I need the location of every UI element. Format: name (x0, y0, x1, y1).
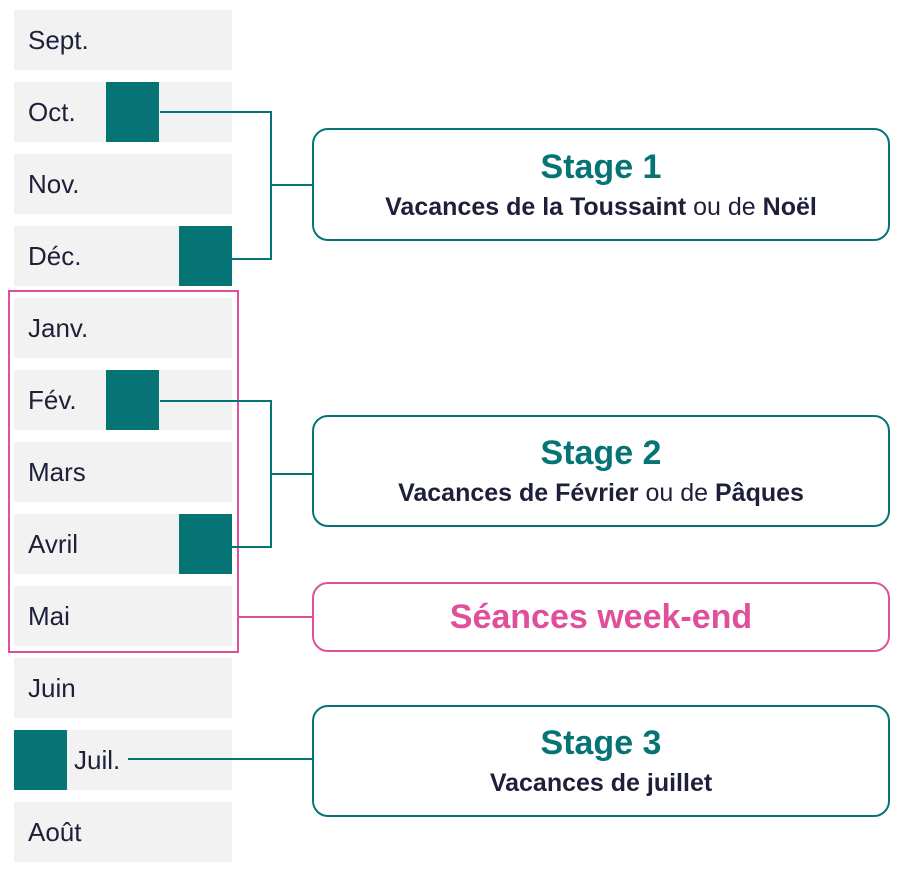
stage2-connector-text: ou de (638, 479, 715, 507)
stage1-subtitle: Vacances de la Toussaint ou de Noël (314, 193, 888, 222)
stage2-period-b: Pâques (714, 479, 804, 507)
stage-marker (179, 226, 232, 286)
stage2-box: Stage 2 Vacances de Février ou de Pâques (312, 415, 890, 527)
month-aout: Août (14, 802, 232, 862)
month-sept: Sept. (14, 10, 232, 70)
stage3-subtitle: Vacances de juillet (314, 769, 888, 798)
month-label: Juil. (74, 745, 121, 775)
month-mars: Mars (14, 442, 232, 502)
month-label: Déc. (28, 241, 82, 271)
stage-marker (179, 514, 232, 574)
month-label: Fév. (28, 385, 77, 415)
stage3-period: Vacances de juillet (489, 769, 713, 797)
month-mai: Mai (14, 586, 232, 646)
month-label: Avril (28, 529, 79, 559)
month-label: Janv. (28, 313, 89, 343)
month-label: Mars (28, 457, 86, 487)
stage2-subtitle: Vacances de Février ou de Pâques (314, 479, 888, 508)
stage1-box: Stage 1 Vacances de la Toussaint ou de N… (312, 128, 890, 241)
weekend-box: Séances week-end (312, 582, 890, 652)
stage2-title: Stage 2 (540, 434, 662, 472)
stage1-period-b: Noël (762, 193, 817, 221)
month-label: Sept. (28, 25, 89, 55)
connector-stage1-bracket (160, 111, 272, 260)
month-label: Mai (28, 601, 70, 631)
month-fev: Fév. (14, 370, 232, 430)
weekend-title: Séances week-end (449, 598, 753, 636)
month-juin: Juin (14, 658, 232, 718)
stage1-period-a: Vacances de la Toussaint (385, 193, 687, 221)
stage3-title: Stage 3 (540, 724, 662, 762)
stage-marker (106, 370, 159, 430)
weekend-frame (8, 290, 239, 653)
stage-marker (14, 730, 67, 790)
month-avril: Avril (14, 514, 232, 574)
month-label: Oct. (28, 97, 76, 127)
stage2-period-a: Vacances de Février (398, 479, 639, 507)
month-janv: Janv. (14, 298, 232, 358)
stage-marker (106, 82, 159, 142)
stage3-box: Stage 3 Vacances de juillet (312, 705, 890, 817)
month-label: Juin (28, 673, 76, 703)
stage1-title: Stage 1 (540, 148, 662, 186)
stage1-connector-text: ou de (686, 193, 763, 221)
month-nov: Nov. (14, 154, 232, 214)
month-dec: Déc. (14, 226, 232, 286)
connector-stage2-bracket (160, 400, 272, 548)
month-label: Nov. (28, 169, 80, 199)
month-label: Août (28, 817, 82, 847)
